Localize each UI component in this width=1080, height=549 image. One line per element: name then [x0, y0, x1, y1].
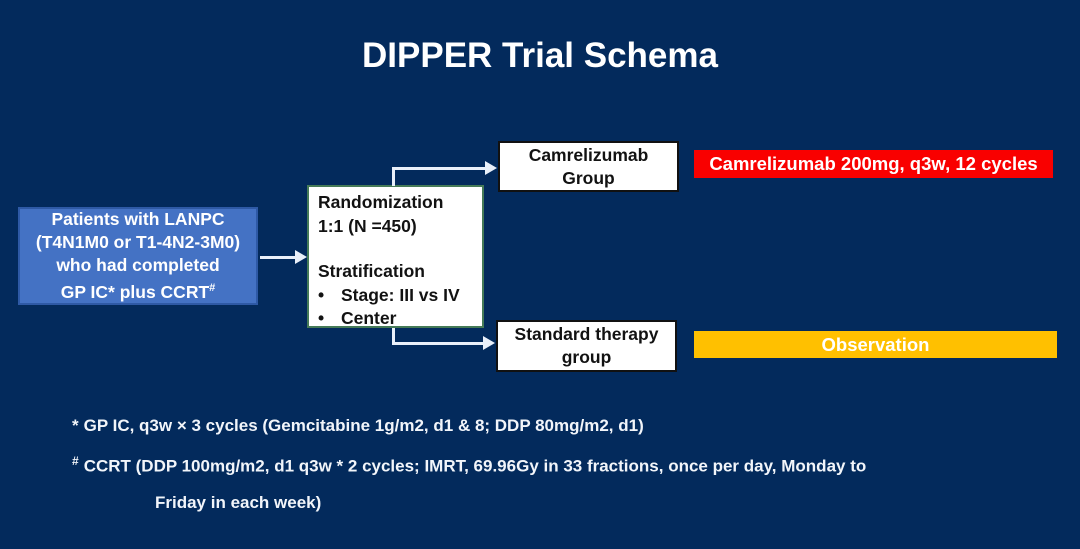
bullet-icon: •	[318, 284, 325, 305]
connector-bottom-horizontal	[392, 342, 484, 345]
standard-therapy-group-box: Standard therapy group	[496, 320, 677, 372]
camrelizumab-regimen-strip: Camrelizumab 200mg, q3w, 12 cycles	[694, 150, 1053, 178]
bullet-center-label: Center	[341, 308, 397, 328]
randomization-line-1: Randomization	[318, 192, 444, 212]
connector-top-horizontal	[392, 167, 486, 170]
footnote-ccrt-continued: Friday in each week)	[155, 493, 321, 513]
patients-line-1: Patients with LANPC	[51, 209, 225, 230]
standard-group-line-2: group	[561, 347, 612, 367]
connector-bottom-vertical	[392, 328, 395, 345]
patients-line-3: who had completed	[56, 255, 220, 276]
footnote-2-marker: #	[72, 454, 79, 468]
camrelizumab-group-line-2: Group	[562, 167, 615, 188]
observation-strip: Observation	[694, 331, 1057, 358]
footnote-1-text: GP IC, q3w × 3 cycles (Gemcitabine 1g/m2…	[83, 416, 644, 435]
patients-line-2: (T4N1M0 or T1-4N2-3M0)	[35, 232, 241, 253]
footnote-gp-ic: *GP IC, q3w × 3 cycles (Gemcitabine 1g/m…	[72, 416, 644, 436]
stratification-heading: Stratification	[318, 261, 425, 281]
bullet-stage-label: Stage: III vs IV	[341, 284, 460, 305]
arrow-patients-to-randomization-head	[295, 250, 307, 264]
footnote-3-text: Friday in each week)	[155, 493, 322, 512]
randomization-line-2: 1:1 (N =450)	[318, 215, 417, 236]
stratification-bullet-stage: • Stage: III vs IV	[318, 284, 480, 308]
stratification-bullet-center: • Center	[318, 307, 480, 331]
randomization-box: Randomization 1:1 (N =450) Stratificatio…	[307, 185, 484, 328]
arrow-patients-to-randomization-line	[260, 256, 296, 259]
footnote-1-marker: *	[72, 416, 79, 435]
randomization-spacer	[318, 238, 480, 260]
footnote-ccrt: # CCRT (DDP 100mg/m2, d1 q3w * 2 cycles; …	[72, 454, 866, 477]
ccrt-footnote-marker: #	[209, 282, 216, 295]
camrelizumab-group-box: Camrelizumab Group	[498, 141, 679, 192]
standard-group-line-1: Standard therapy	[514, 324, 659, 344]
connector-top-vertical	[392, 167, 395, 186]
camrelizumab-group-line-1: Camrelizumab	[528, 144, 649, 165]
patients-line-4: GP IC* plus CCRT#	[20, 277, 256, 304]
patients-box: Patients with LANPC (T4N1M0 or T1-4N2-3M…	[18, 207, 258, 305]
footnote-2-text: CCRT (DDP 100mg/m2, d1 q3w * 2 cycles; I…	[83, 456, 867, 476]
bullet-icon: •	[318, 308, 325, 328]
connector-top-arrowhead	[485, 161, 497, 175]
connector-bottom-arrowhead	[483, 336, 495, 350]
page-title: DIPPER Trial Schema	[362, 36, 718, 75]
patients-line-4-text: GP IC* plus CCRT	[60, 281, 210, 302]
